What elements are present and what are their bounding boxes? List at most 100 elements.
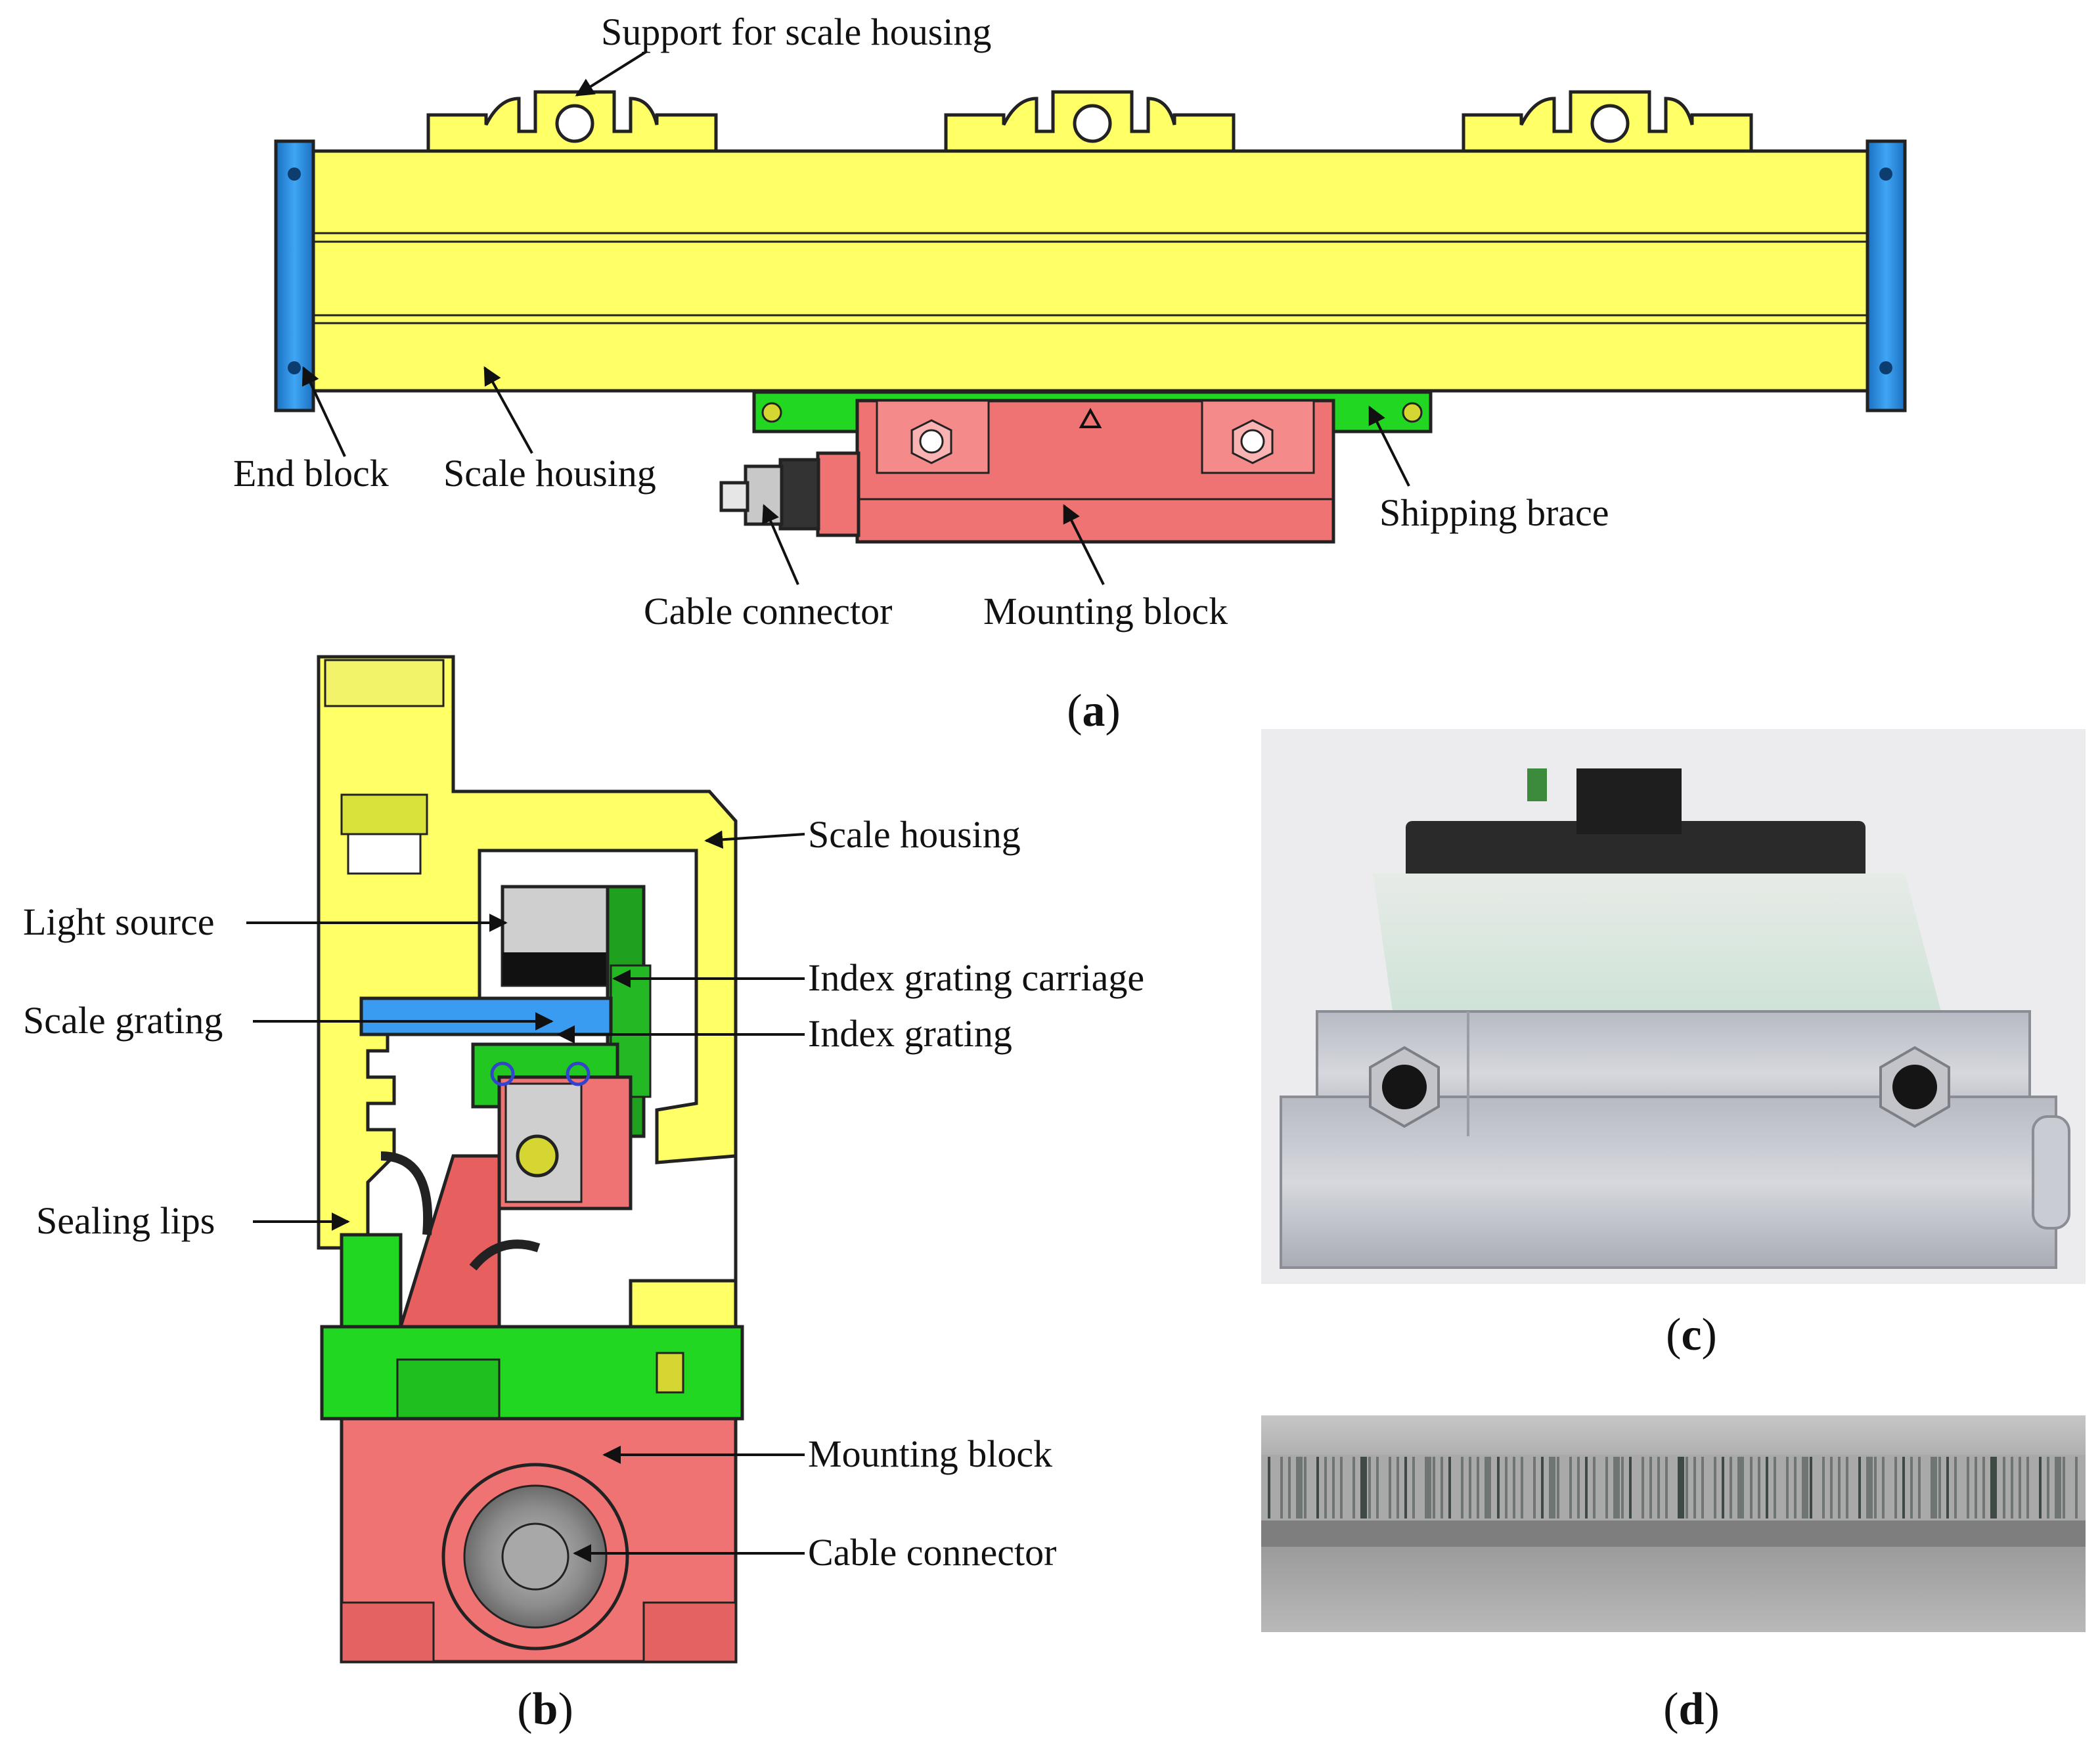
caption-c: (c)	[1666, 1310, 1717, 1360]
grating-line	[2039, 1457, 2042, 1518]
panel-a: Support for scale housing End block Scal…	[233, 11, 1907, 736]
grating-line	[1758, 1457, 1760, 1518]
grating-line	[1340, 1457, 1343, 1518]
grating-line	[1513, 1457, 1515, 1518]
grating-line	[1665, 1457, 1668, 1518]
grating-pattern	[1268, 1457, 2078, 1518]
grating-line	[1433, 1457, 1435, 1518]
label-scale-housing-a: Scale housing	[443, 452, 656, 495]
grating-line	[1288, 1457, 1291, 1518]
grating-line	[1737, 1457, 1744, 1518]
grating-line	[1605, 1457, 1608, 1518]
grating-line	[1990, 1457, 1997, 1518]
grating-line	[2003, 1457, 2005, 1518]
label-mounting-block-a: Mounting block	[983, 590, 1228, 632]
grating-line	[1389, 1457, 1391, 1518]
grating-line	[1533, 1457, 1536, 1518]
grating-line	[1786, 1457, 1789, 1518]
grating-line	[1954, 1457, 1957, 1518]
grating-line	[1701, 1457, 1704, 1518]
cable-connector-a	[816, 451, 860, 537]
grating-line	[1894, 1457, 1897, 1518]
grating-line	[1521, 1457, 1523, 1518]
label-end-block: End block	[233, 452, 389, 495]
green-base	[340, 1233, 403, 1329]
grating-line	[1642, 1457, 1644, 1518]
grating-line	[1931, 1457, 1937, 1518]
grating-line	[1376, 1457, 1379, 1518]
grating-line	[1549, 1457, 1555, 1518]
grating-line	[1802, 1457, 1808, 1518]
caption-d: (d)	[1663, 1684, 1720, 1735]
label-support: Support for scale housing	[601, 11, 991, 53]
grating-line	[1368, 1457, 1371, 1518]
grating-line	[1774, 1457, 1776, 1518]
grating-line	[1461, 1457, 1463, 1518]
grating-line	[2075, 1457, 2078, 1518]
grating-line	[1448, 1457, 1451, 1518]
grating-line	[1866, 1457, 1873, 1518]
scale-housing-profile	[317, 655, 738, 1329]
grating-line	[1585, 1457, 1588, 1518]
grating-line	[1946, 1457, 1949, 1518]
grating-line	[1577, 1457, 1580, 1518]
grating-line	[1621, 1457, 1624, 1518]
grating-line	[1910, 1457, 1913, 1518]
grating-line	[1332, 1457, 1335, 1518]
grating-line	[1938, 1457, 1941, 1518]
label-mounting-block-b: Mounting block	[808, 1432, 1052, 1475]
grating-line	[2011, 1457, 2013, 1518]
grating-line	[1324, 1457, 1327, 1518]
grating-line	[1613, 1457, 1620, 1518]
grating-line	[1316, 1457, 1319, 1518]
grating-line	[1412, 1457, 1415, 1518]
grating-line	[1967, 1457, 1969, 1518]
grating-line	[1396, 1457, 1399, 1518]
label-shipping-brace: Shipping brace	[1379, 491, 1609, 534]
grating-line	[1874, 1457, 1877, 1518]
label-sealing-lips: Sealing lips	[36, 1199, 215, 1242]
grating-line	[1557, 1457, 1559, 1518]
label-cable-connector-b: Cable connector	[808, 1531, 1056, 1574]
grating-line	[1882, 1457, 1885, 1518]
grating-line	[1469, 1457, 1471, 1518]
grating-line	[1649, 1457, 1652, 1518]
grating-line	[2019, 1457, 2021, 1518]
grating-line	[1657, 1457, 1660, 1518]
label-index-grating: Index grating	[808, 1012, 1012, 1055]
grating-line	[1838, 1457, 1841, 1518]
grating-line	[1810, 1457, 1812, 1518]
grating-line	[1722, 1457, 1724, 1518]
panel-c-photo: (c)	[1261, 729, 2086, 1360]
label-light-source: Light source	[23, 900, 215, 943]
grating-line	[2047, 1457, 2049, 1518]
grating-line	[1822, 1457, 1825, 1518]
grating-line	[1296, 1457, 1303, 1518]
grating-line	[1846, 1457, 1848, 1518]
grating-line	[1629, 1457, 1632, 1518]
caption-a: (a)	[1067, 686, 1121, 736]
grating-line	[1404, 1457, 1407, 1518]
grating-line	[2055, 1457, 2061, 1518]
caption-b: (b)	[517, 1684, 573, 1735]
grating-line	[1477, 1457, 1479, 1518]
grating-line	[1268, 1457, 1270, 1518]
support-bracket	[426, 90, 1753, 153]
panel-b: Scale housing Light source Index grating…	[23, 655, 1144, 1735]
grating-line	[1858, 1457, 1861, 1518]
grating-line	[1975, 1457, 1977, 1518]
grating-line	[1541, 1457, 1544, 1518]
grating-line	[1794, 1457, 1797, 1518]
grating-line	[1830, 1457, 1833, 1518]
grating-line	[1693, 1457, 1696, 1518]
label-index-grating-carriage: Index grating carriage	[808, 956, 1144, 999]
grating-line	[1918, 1457, 1921, 1518]
grating-line	[1750, 1457, 1753, 1518]
grating-line	[1902, 1457, 1905, 1518]
grating-line	[2063, 1457, 2065, 1518]
scale-grating	[359, 996, 613, 1036]
scale-housing-body	[303, 149, 1871, 393]
grating-line	[1497, 1457, 1500, 1518]
grating-line	[1425, 1457, 1431, 1518]
